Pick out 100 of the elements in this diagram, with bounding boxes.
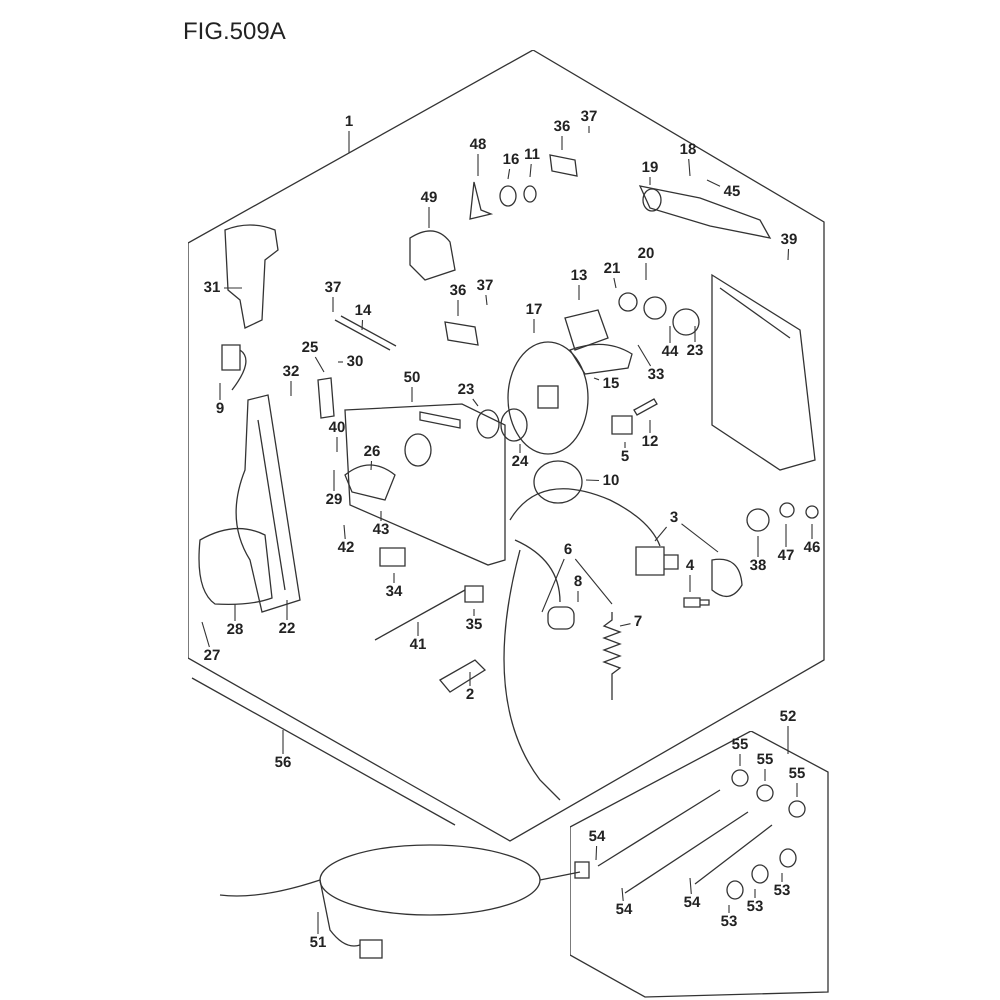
leader-line: [688, 158, 691, 176]
callout-number: 51: [307, 935, 329, 951]
callout-number: 39: [778, 232, 800, 248]
callout-number: 56: [272, 755, 294, 771]
leader-line: [638, 344, 652, 366]
leader-line: [574, 558, 612, 604]
callout-number: 48: [467, 137, 489, 153]
callout-number: 22: [276, 621, 298, 637]
callout-number: 19: [639, 160, 661, 176]
callout-number: 45: [721, 184, 743, 200]
callout-number: 9: [214, 401, 226, 417]
callout-number: 5: [618, 449, 632, 465]
callout-number: 13: [568, 268, 590, 284]
leader-line: [681, 523, 718, 552]
callout-number: 47: [775, 548, 797, 564]
leader-line: [333, 470, 335, 491]
leader-line: [234, 604, 236, 621]
callout-number: 53: [718, 914, 740, 930]
callout-number: 44: [659, 344, 681, 360]
callout-number: 46: [801, 540, 823, 556]
leader-line: [477, 154, 479, 176]
leader-line: [577, 591, 579, 602]
callout-number: 34: [383, 584, 405, 600]
callout-number: 8: [572, 574, 584, 590]
leader-line: [529, 164, 532, 178]
leader-line: [428, 207, 430, 228]
leader-line: [533, 319, 535, 333]
callout-number: 55: [754, 752, 776, 768]
leader-line: [624, 442, 626, 448]
leader-line: [689, 575, 691, 592]
callout-number: 14: [352, 303, 374, 319]
leader-line: [689, 878, 692, 894]
leader-line: [706, 180, 720, 187]
callout-number: 53: [744, 899, 766, 915]
leader-line: [613, 278, 617, 288]
leader-line: [669, 326, 671, 343]
leader-line: [785, 524, 787, 547]
callout-number: 17: [523, 302, 545, 318]
callout-number: 11: [521, 147, 543, 163]
callout-number: 3: [668, 510, 680, 526]
callout-number: 37: [578, 109, 600, 125]
callout-number: 15: [600, 376, 622, 392]
leader-line: [649, 177, 651, 185]
leader-line: [787, 248, 790, 260]
callout-number: 20: [635, 246, 657, 262]
figure-title: FIG.509A: [183, 18, 286, 46]
callout-number: 54: [613, 902, 635, 918]
leader-line: [314, 356, 324, 372]
leader-line: [469, 672, 471, 686]
callout-number: 23: [455, 382, 477, 398]
leader-line: [754, 889, 756, 898]
callout-number: 1: [342, 114, 356, 130]
leader-line: [764, 769, 766, 781]
leader-line: [332, 297, 334, 312]
leader-line: [417, 622, 419, 636]
leader-line: [343, 524, 346, 540]
leader-line: [338, 361, 343, 363]
callout-number: 10: [600, 473, 622, 489]
leader-line: [787, 726, 789, 754]
callout-number: 41: [407, 637, 429, 653]
callout-number: 38: [747, 558, 769, 574]
callout-number: 2: [464, 687, 476, 703]
callout-number: 28: [224, 622, 246, 638]
callout-number: 27: [201, 648, 223, 664]
callout-number: 50: [401, 370, 423, 386]
leader-line: [621, 888, 624, 902]
callout-number: 6: [562, 542, 574, 558]
leader-line: [282, 730, 284, 754]
callout-number: 25: [299, 340, 321, 356]
leader-line: [485, 294, 488, 306]
callout-number: 54: [586, 829, 608, 845]
leader-line: [393, 573, 395, 583]
callout-number: 53: [771, 883, 793, 899]
leader-line: [201, 622, 210, 648]
callout-number: 7: [632, 614, 644, 630]
callout-number: 36: [551, 119, 573, 135]
leader-line: [595, 846, 598, 860]
callout-number: 55: [729, 737, 751, 753]
leader-line: [586, 479, 600, 482]
callout-number: 37: [474, 278, 496, 294]
callout-number: 42: [335, 540, 357, 556]
leader-line: [380, 511, 382, 521]
leader-line: [472, 398, 478, 406]
callout-number: 37: [322, 280, 344, 296]
leader-line: [286, 600, 288, 620]
leader-line: [336, 437, 338, 452]
assembly-outline: [188, 50, 826, 842]
callout-number: 18: [677, 142, 699, 158]
leader-line: [649, 420, 651, 433]
leader-line: [739, 754, 741, 766]
callout-number: 55: [786, 766, 808, 782]
leader-line: [361, 320, 364, 330]
callout-number: 31: [201, 280, 223, 296]
leader-line: [561, 136, 563, 150]
leader-line: [588, 126, 590, 133]
leader-line: [519, 444, 521, 453]
leader-line: [348, 131, 350, 153]
leader-line: [578, 285, 580, 300]
callout-number: 24: [509, 454, 531, 470]
leader-line: [645, 263, 647, 280]
